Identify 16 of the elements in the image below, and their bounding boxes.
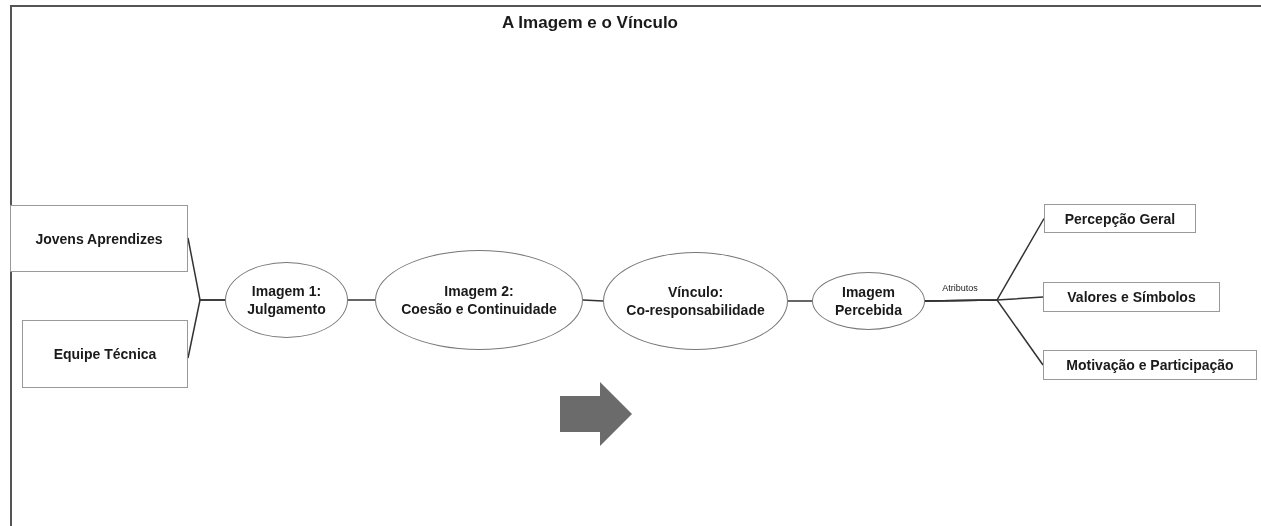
diagram-title: A Imagem e o Vínculo (501, 12, 679, 34)
text-box: Valores e Símbolos (1043, 282, 1220, 312)
connector-line (347, 299, 376, 301)
ellipse-node: Imagem 2: Coesão e Continuidade (375, 250, 583, 350)
edge-label: Atributos (941, 284, 979, 293)
connector-line (787, 300, 813, 302)
text-box: Equipe Técnica (22, 320, 188, 388)
ellipse-node: Imagem 1: Julgamento (225, 262, 348, 338)
ellipse-node: Imagem Percebida (812, 272, 925, 330)
text-box: Motivação e Participação (1043, 350, 1257, 380)
connector-line (924, 299, 1044, 366)
text-box: Jovens Aprendizes (10, 205, 188, 272)
ellipse-node: Vínculo: Co-responsabilidade (603, 252, 788, 350)
text-box: Percepção Geral (1044, 204, 1196, 233)
connector-line (187, 299, 226, 359)
connector-line (582, 299, 604, 302)
